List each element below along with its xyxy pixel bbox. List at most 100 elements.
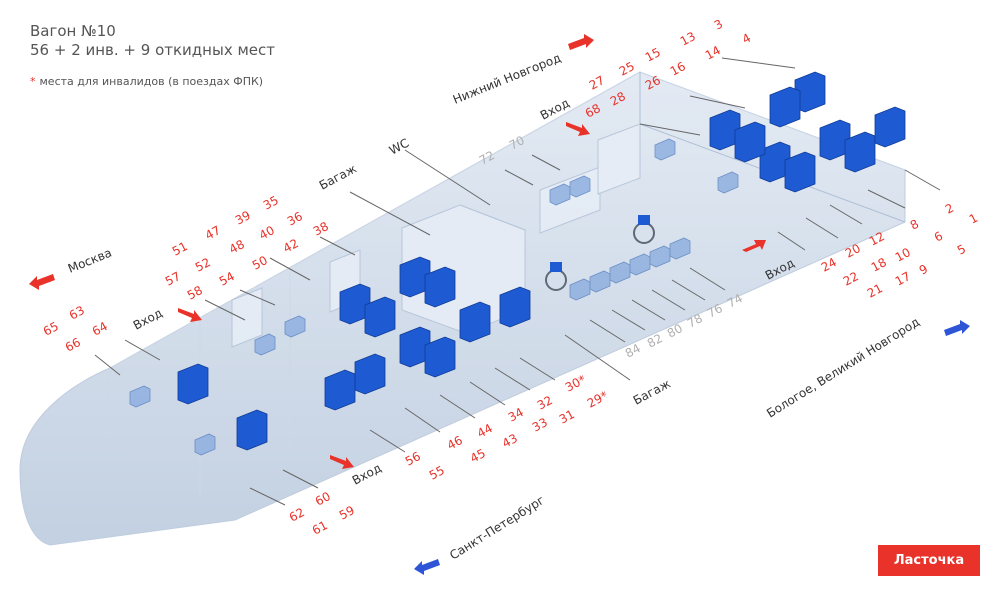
- seat-number: 15: [643, 45, 663, 65]
- seat-number: 56: [403, 449, 423, 469]
- lastochka-logo: Ласточка: [878, 545, 980, 576]
- seat-number: 36: [285, 209, 305, 229]
- seat-number: 40: [257, 223, 277, 243]
- seat-number: 65: [41, 319, 61, 339]
- disabled-seat-note: *места для инвалидов (в поездах ФПК): [30, 75, 263, 88]
- entrance-label-3: Вход: [131, 306, 165, 333]
- seat-number: 35: [261, 193, 281, 213]
- seat-number: 60: [313, 489, 333, 509]
- seat-number: 12: [867, 229, 887, 249]
- seat-number: 14: [703, 43, 723, 63]
- seat-number: 61: [310, 518, 330, 538]
- seat-number: 1: [967, 211, 980, 227]
- seat-number: 21: [865, 281, 885, 301]
- seat-number: 22: [841, 269, 861, 289]
- seat-number: 13: [678, 29, 698, 49]
- seat-number: 30*: [563, 372, 588, 394]
- seat-block-upper-middle: [339, 256, 531, 378]
- wc-label: WC: [387, 136, 411, 158]
- destination-bologoe: Бологое, Великий Новгород: [764, 315, 922, 421]
- seats: [129, 71, 906, 456]
- seat-number: 18: [869, 255, 889, 275]
- seat-number: 43: [500, 431, 520, 451]
- note-star: *: [30, 75, 36, 88]
- seat-number: 5: [955, 242, 968, 258]
- luggage-label: Багаж: [317, 161, 359, 192]
- seat-block-left: [177, 353, 386, 451]
- seat-number: 45: [468, 446, 488, 466]
- seat-number: 26: [643, 73, 663, 93]
- wheelchair-icon-2: [545, 262, 567, 291]
- seat-number: 62: [287, 505, 307, 525]
- destination-moscow: Москва: [66, 246, 114, 276]
- seat-number: 4: [740, 31, 753, 47]
- wheelchair-icon: [633, 215, 655, 244]
- car-title: Вагон №10: [30, 22, 116, 40]
- seat-number: 9: [917, 262, 930, 278]
- seat-number: 27: [587, 73, 607, 93]
- seat-number: 54: [217, 269, 237, 289]
- seat-number: 52: [193, 255, 213, 275]
- seat-number: 8: [908, 217, 921, 233]
- foldable-seat-number: 78: [685, 311, 705, 331]
- seat-number: 42: [281, 236, 301, 256]
- destination-spb: Санкт-Петербург: [447, 493, 547, 563]
- seat-number: 38: [311, 219, 331, 239]
- arrow-nizhny-icon: [568, 34, 594, 50]
- seat-number: 63: [67, 303, 87, 323]
- foldable-seat-number: 70: [507, 133, 527, 153]
- foldable-seat-number: 84: [623, 341, 643, 361]
- seat-number: 25: [617, 59, 637, 79]
- seat-number: 58: [185, 283, 205, 303]
- entrance-arrow-icon-2: [742, 240, 766, 252]
- seat-number: 59: [337, 503, 357, 523]
- arrow-spb-icon: [414, 559, 440, 575]
- seat-number: 68: [583, 101, 603, 121]
- foldable-seat-number: 74: [725, 291, 745, 311]
- foldable-seat-numbers: 70 72 74 76 78 80 82 84: [477, 133, 745, 361]
- seat-number: 66: [63, 335, 83, 355]
- seat-number: 17: [893, 269, 913, 289]
- seat-number: 6: [932, 229, 945, 245]
- car-capacity: 56 + 2 инв. + 9 откидных мест: [30, 41, 276, 59]
- seat-number: 50: [250, 253, 270, 273]
- foldable-seat-number: 80: [665, 321, 685, 341]
- seat-number: 31: [557, 407, 577, 427]
- seat-number: 16: [668, 59, 688, 79]
- seat-number: 32: [535, 393, 555, 413]
- seat-number: 10: [893, 245, 913, 265]
- foldable-seat-number: 72: [477, 148, 497, 168]
- seat-number: 20: [843, 241, 863, 261]
- destination-nizhny: Нижний Новгород: [451, 51, 563, 107]
- foldable-seat-number: 76: [705, 301, 725, 321]
- seat-number: 3: [712, 17, 725, 33]
- entrance-arrow-icon: [566, 122, 590, 136]
- entrance-arrow-icon-3: [178, 308, 202, 322]
- seat-block-right: [709, 71, 906, 193]
- seat-number: 51: [170, 239, 190, 259]
- seat-number: 2: [943, 201, 956, 217]
- leader-lines: [94, 57, 941, 506]
- arrows: [29, 34, 970, 575]
- seat-number: 44: [475, 421, 495, 441]
- seat-number: 29*: [585, 388, 610, 410]
- seat-number: 33: [530, 415, 550, 435]
- arrow-moscow-icon: [29, 274, 55, 290]
- seat-number: 55: [427, 463, 447, 483]
- seat-number: 57: [163, 269, 183, 289]
- foldable-seat-number: 82: [645, 331, 665, 351]
- seat-number: 64: [90, 319, 110, 339]
- entrance-arrow-icon-4: [330, 455, 354, 469]
- seat-number: 39: [233, 208, 253, 228]
- foldable-seats: [129, 138, 739, 456]
- seat-number: 48: [227, 237, 247, 257]
- seat-number: 28: [608, 89, 628, 109]
- note-text: места для инвалидов (в поездах ФПК): [39, 75, 264, 88]
- arrow-bologoe-icon: [944, 320, 970, 336]
- luggage-label-2: Багаж: [631, 376, 673, 407]
- seat-number: 34: [506, 405, 526, 425]
- seat-number: 46: [445, 433, 465, 453]
- seat-number: 47: [203, 223, 223, 243]
